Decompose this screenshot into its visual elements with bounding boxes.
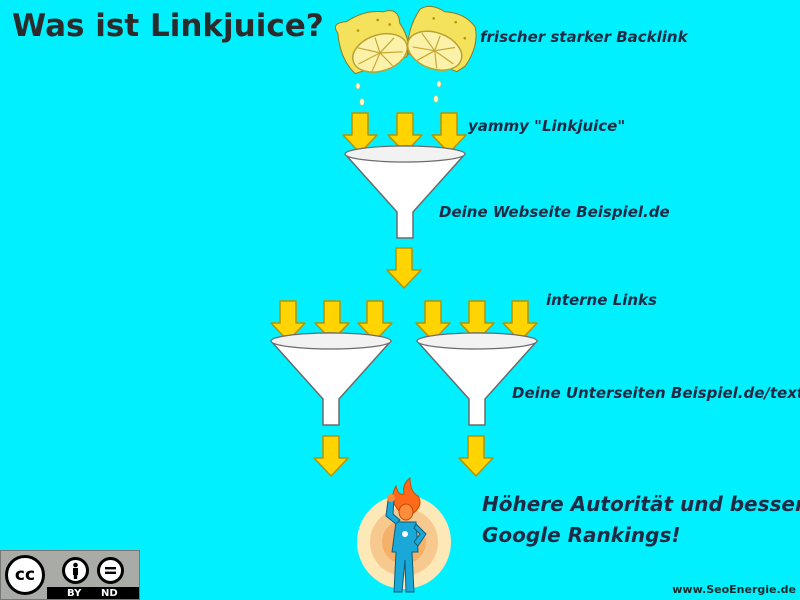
label-subpages: Deine Unterseiten Beispiel.de/text — [512, 384, 800, 402]
juice-arrows-bottom — [313, 435, 494, 477]
superhero-icon — [357, 476, 451, 593]
website-funnel — [344, 145, 466, 239]
footer-website: www.SeoEnergie.de — [672, 583, 796, 596]
subpage-funnel-left — [270, 332, 392, 426]
label-backlink: frischer starker Backlink — [480, 28, 688, 46]
result-line-1: Höhere Autorität und bessere — [482, 492, 800, 516]
license-nd-label: ND — [101, 588, 118, 599]
result-text: Höhere Autorität und bessere Google Rank… — [482, 489, 800, 551]
label-website: Deine Webseite Beispiel.de — [439, 203, 670, 221]
page-title: Was ist Linkjuice? — [12, 8, 324, 44]
result-line-2: Google Rankings! — [482, 523, 681, 547]
license-by-label: BY — [67, 588, 82, 599]
cc-icon: cc — [5, 555, 45, 595]
license-strip — [47, 587, 139, 599]
no-derivatives-icon — [97, 557, 124, 584]
creative-commons-badge[interactable]: cc BY ND — [0, 550, 140, 600]
label-linkjuice: yammy "Linkjuice" — [468, 117, 626, 135]
lemon-half-right — [406, 5, 477, 73]
subpage-funnel-right — [416, 332, 538, 426]
juice-drops — [355, 80, 442, 106]
lemon-half-left — [335, 10, 409, 75]
cc-icon-text: cc — [14, 565, 36, 585]
juice-arrow-middle — [386, 247, 422, 289]
label-internal-links: interne Links — [546, 291, 657, 309]
attribution-icon — [62, 557, 89, 584]
